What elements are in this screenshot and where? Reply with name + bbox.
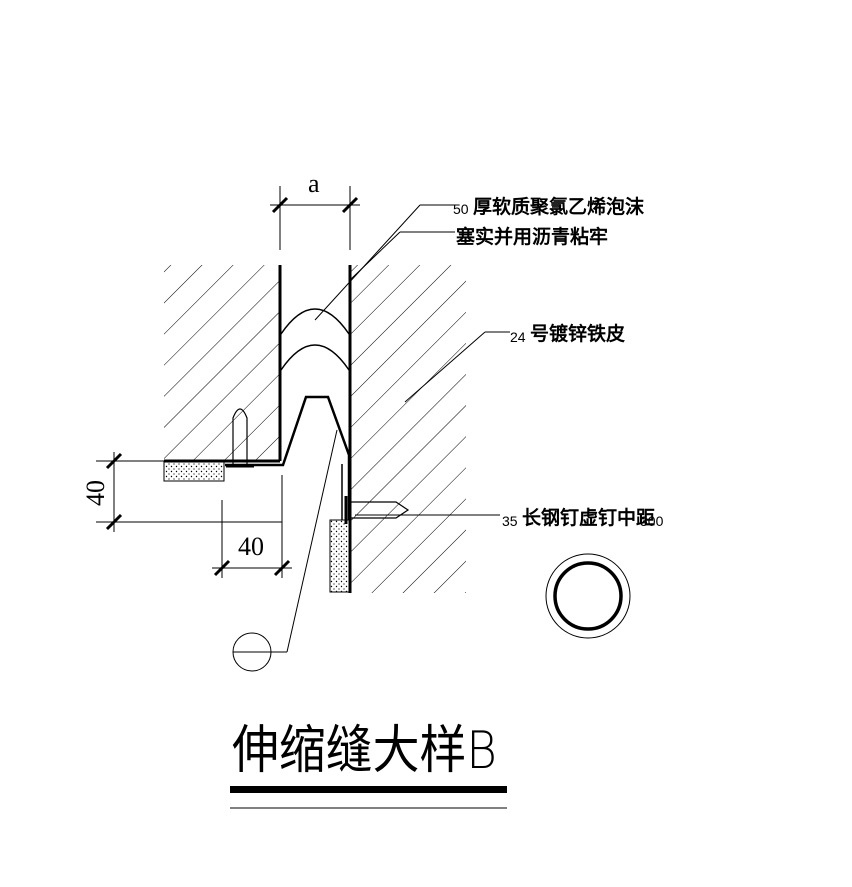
leader-foam [314, 204, 455, 321]
label-sheet: 号镀锌铁皮 [530, 322, 625, 345]
galvanized-sheet [225, 395, 351, 520]
section-symbol-circle [545, 553, 631, 639]
dimension-horizontal-40: 40 [212, 475, 292, 578]
dimension-horizontal-label: 40 [238, 532, 264, 561]
right-wall [348, 265, 466, 593]
dimension-gap-label: a [308, 169, 320, 198]
title-underline [230, 786, 507, 809]
label-nail-spacing: 300 [640, 513, 664, 529]
label-nail-length: 35 [502, 513, 518, 529]
drawing-title: 伸缩缝大样B [232, 721, 497, 781]
plaster-layer-left [163, 460, 225, 482]
label-foam-line2: 塞实并用沥青粘牢 [456, 225, 608, 248]
anchor-nail-right [344, 496, 410, 524]
left-wall [164, 265, 282, 463]
dimension-vertical-label: 40 [81, 480, 110, 506]
anchor-nail-left [226, 408, 254, 468]
leader-sheet [404, 331, 510, 403]
label-sheet-gauge: 24 [510, 329, 526, 345]
dimension-gap: a [270, 169, 360, 250]
leader-detail-ref [270, 429, 338, 653]
label-foam-line1: 厚软质聚氯乙烯泡沫 [473, 195, 645, 218]
label-nail: 长钢钉虚钉中距 [522, 506, 655, 529]
plaster-layer-right [329, 464, 351, 593]
detail-reference-circle [232, 632, 272, 672]
dimension-vertical-40: 40 [81, 452, 282, 532]
label-foam-thickness: 50 [453, 201, 469, 217]
foam-filler [280, 308, 350, 371]
